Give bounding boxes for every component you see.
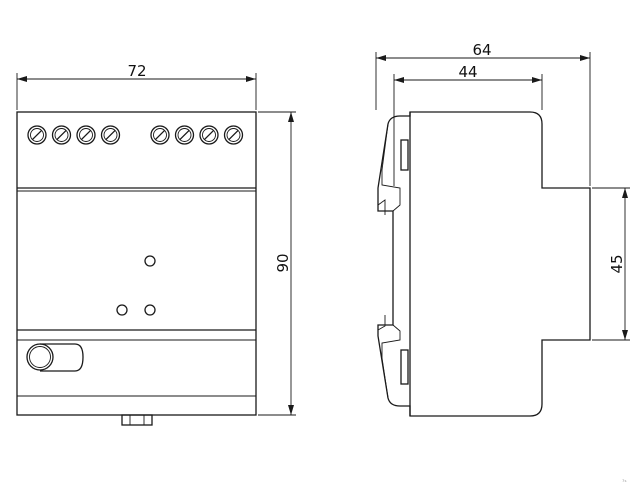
led-indicator-top (144, 255, 156, 267)
led-indicator-left (116, 304, 128, 316)
release-knob-outer (26, 343, 54, 371)
terminal-screw-ring-right-3 (202, 128, 216, 142)
dim-inner-depth-arrow-right (532, 77, 542, 83)
terminal-screw-ring-right-1 (153, 128, 167, 142)
terminal-screw-slot-left-2 (56, 129, 67, 141)
side-lower-step (377, 315, 386, 331)
terminal-screw-slot-left-4 (105, 129, 116, 141)
terminal-screw-slot-right-3 (203, 129, 215, 141)
dim-height-arrow-bottom (288, 405, 294, 415)
dim-height-label: 90 (274, 253, 292, 272)
dim-rail-arrow-top (622, 188, 628, 198)
side-view: 64 44 45 (375, 41, 630, 417)
terminal-screw-left-4 (100, 125, 121, 145)
terminal-screw-right-4 (223, 125, 244, 145)
terminal-screw-ring-left-4 (103, 128, 118, 142)
dim-width-arrow-left (17, 76, 27, 82)
side-upper-step (377, 199, 386, 215)
terminal-screw-ring-right-4 (226, 128, 241, 142)
terminal-screw-right-3 (199, 125, 219, 145)
side-body-outline (377, 111, 591, 417)
terminal-screw-slot-left-3 (80, 129, 92, 141)
terminal-screw-right-1 (150, 125, 170, 145)
dim-inner-depth-label: 44 (458, 63, 477, 81)
dim-inner-depth-arrow-left (394, 77, 404, 83)
terminal-screw-left-3 (76, 125, 96, 145)
dim-depth-arrow-left (376, 55, 386, 61)
dim-rail-label: 45 (608, 254, 626, 273)
side-lower-hook (381, 324, 401, 399)
side-lower-slot (400, 349, 409, 385)
dim-width-label: 72 (127, 62, 146, 80)
dim-depth-arrow-right (580, 55, 590, 61)
front-view: 72 90 (16, 62, 296, 426)
terminal-screw-left-1 (27, 125, 47, 145)
din-latch-tab (121, 414, 153, 426)
terminal-screw-ring-right-2 (177, 128, 192, 142)
led-indicator-right (144, 304, 156, 316)
side-upper-slot (400, 139, 409, 171)
release-knob-slot (40, 343, 84, 372)
terminal-screw-ring-left-2 (54, 128, 69, 142)
dim-height-arrow-top (288, 112, 294, 122)
terminal-screw-left-2 (51, 125, 72, 145)
terminal-screw-ring-left-3 (79, 128, 93, 142)
terminal-screw-slot-right-4 (228, 129, 239, 141)
terminal-screw-slot-right-1 (154, 129, 166, 141)
terminal-screw-right-2 (174, 125, 195, 145)
dim-width-arrow-right (246, 76, 256, 82)
release-knob-inner (29, 346, 51, 368)
terminal-screw-slot-left-1 (31, 129, 43, 141)
dim-rail-arrow-bottom (622, 330, 628, 340)
front-body-outline (16, 111, 257, 416)
terminal-screw-ring-left-1 (30, 128, 44, 142)
side-upper-hook (381, 123, 401, 212)
terminal-screw-slot-right-2 (179, 129, 190, 141)
corner-watermark: ⁷ˢ (622, 479, 627, 486)
terminal-screws (27, 125, 244, 145)
dim-depth-label: 64 (472, 41, 491, 59)
